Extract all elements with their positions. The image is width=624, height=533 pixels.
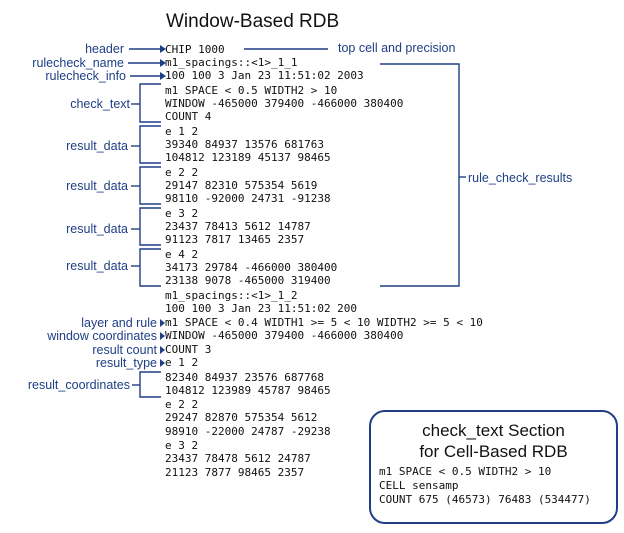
code-line: 100 100 3 Jan 23 11:51:02 200 — [165, 302, 358, 315]
label-header: header — [85, 42, 124, 56]
annotation-top-cell: top cell and precision — [338, 41, 456, 55]
cell-box-line: m1 SPACE < 0.5 WIDTH2 > 10 — [379, 465, 552, 478]
code-line: 39340 84937 13576 681763 — [165, 138, 324, 151]
code-line: m1 SPACE < 0.5 WIDTH2 > 10 — [165, 84, 338, 97]
label-result-data-2: result_data — [66, 179, 128, 193]
label-layer-and-rule: layer and rule — [81, 316, 157, 330]
code-line: 104812 123189 45137 98465 — [165, 151, 331, 164]
label-rulecheck-info: rulecheck_info — [45, 69, 126, 83]
code-line: m1_spacings::<1>_1_1 — [165, 56, 298, 69]
code-line: COUNT 4 — [165, 110, 212, 123]
code-line: e 1 2 — [165, 125, 199, 138]
cell-box-title-line2: for Cell-Based RDB — [419, 442, 568, 461]
label-result-type: result_type — [95, 356, 157, 370]
code-line: 29247 82870 575354 5612 — [165, 411, 318, 424]
code-line: e 2 2 — [165, 398, 199, 411]
code-line: 100 100 3 Jan 23 11:51:02 2003 — [165, 69, 364, 82]
code-line: CHIP 1000 — [165, 43, 225, 56]
code-line: COUNT 3 — [165, 343, 212, 356]
code-line: WINDOW -465000 379400 -466000 380400 — [165, 97, 404, 110]
cell-box-title-line1: check_text Section — [422, 421, 565, 440]
cell-box-line: COUNT 675 (46573) 76483 (534477) — [379, 493, 591, 506]
code-line: 98910 -22000 24787 -29238 — [165, 425, 331, 438]
code-line: 104812 123989 45787 98465 — [165, 384, 331, 397]
code-line: e 1 2 — [165, 356, 199, 369]
label-result-data-1: result_data — [66, 139, 128, 153]
code-line: m1_spacings::<1>_1_2 — [165, 289, 298, 302]
cell-box-line: CELL sensamp — [379, 479, 459, 492]
code-line: m1 SPACE < 0.4 WIDTH1 >= 5 < 10 WIDTH2 >… — [165, 316, 483, 329]
code-line: 23437 78478 5612 24787 — [165, 452, 311, 465]
code-line: 23437 78413 5612 14787 — [165, 220, 311, 233]
label-check-text: check_text — [70, 97, 130, 111]
code-line: 29147 82310 575354 5619 — [165, 179, 318, 192]
code-line: 98110 -92000 24731 -91238 — [165, 192, 331, 205]
code-line: 21123 7877 98465 2357 — [165, 466, 305, 479]
code-line: 82340 84937 23576 687768 — [165, 371, 324, 384]
label-result-coordinates: result_coordinates — [27, 378, 130, 392]
label-result-data-3: result_data — [66, 222, 128, 236]
code-line: e 2 2 — [165, 166, 199, 179]
annotation-rule-check-results: rule_check_results — [468, 171, 573, 185]
code-line: 91123 7817 13465 2357 — [165, 233, 305, 246]
label-result-data-4: result_data — [66, 259, 128, 273]
code-line: e 3 2 — [165, 207, 199, 220]
code-line: 23138 9078 -465000 319400 — [165, 274, 331, 287]
label-window-coordinates: window coordinates — [47, 329, 157, 343]
label-rulecheck-name: rulecheck_name — [32, 56, 124, 70]
diagram-title: Window-Based RDB — [166, 11, 340, 32]
code-line: WINDOW -465000 379400 -466000 380400 — [165, 329, 404, 342]
cell-based-rdb-box — [369, 410, 618, 524]
code-line: 34173 29784 -466000 380400 — [165, 261, 338, 274]
code-line: e 4 2 — [165, 248, 199, 261]
label-result-count: result count — [92, 343, 157, 357]
code-line: e 3 2 — [165, 439, 199, 452]
